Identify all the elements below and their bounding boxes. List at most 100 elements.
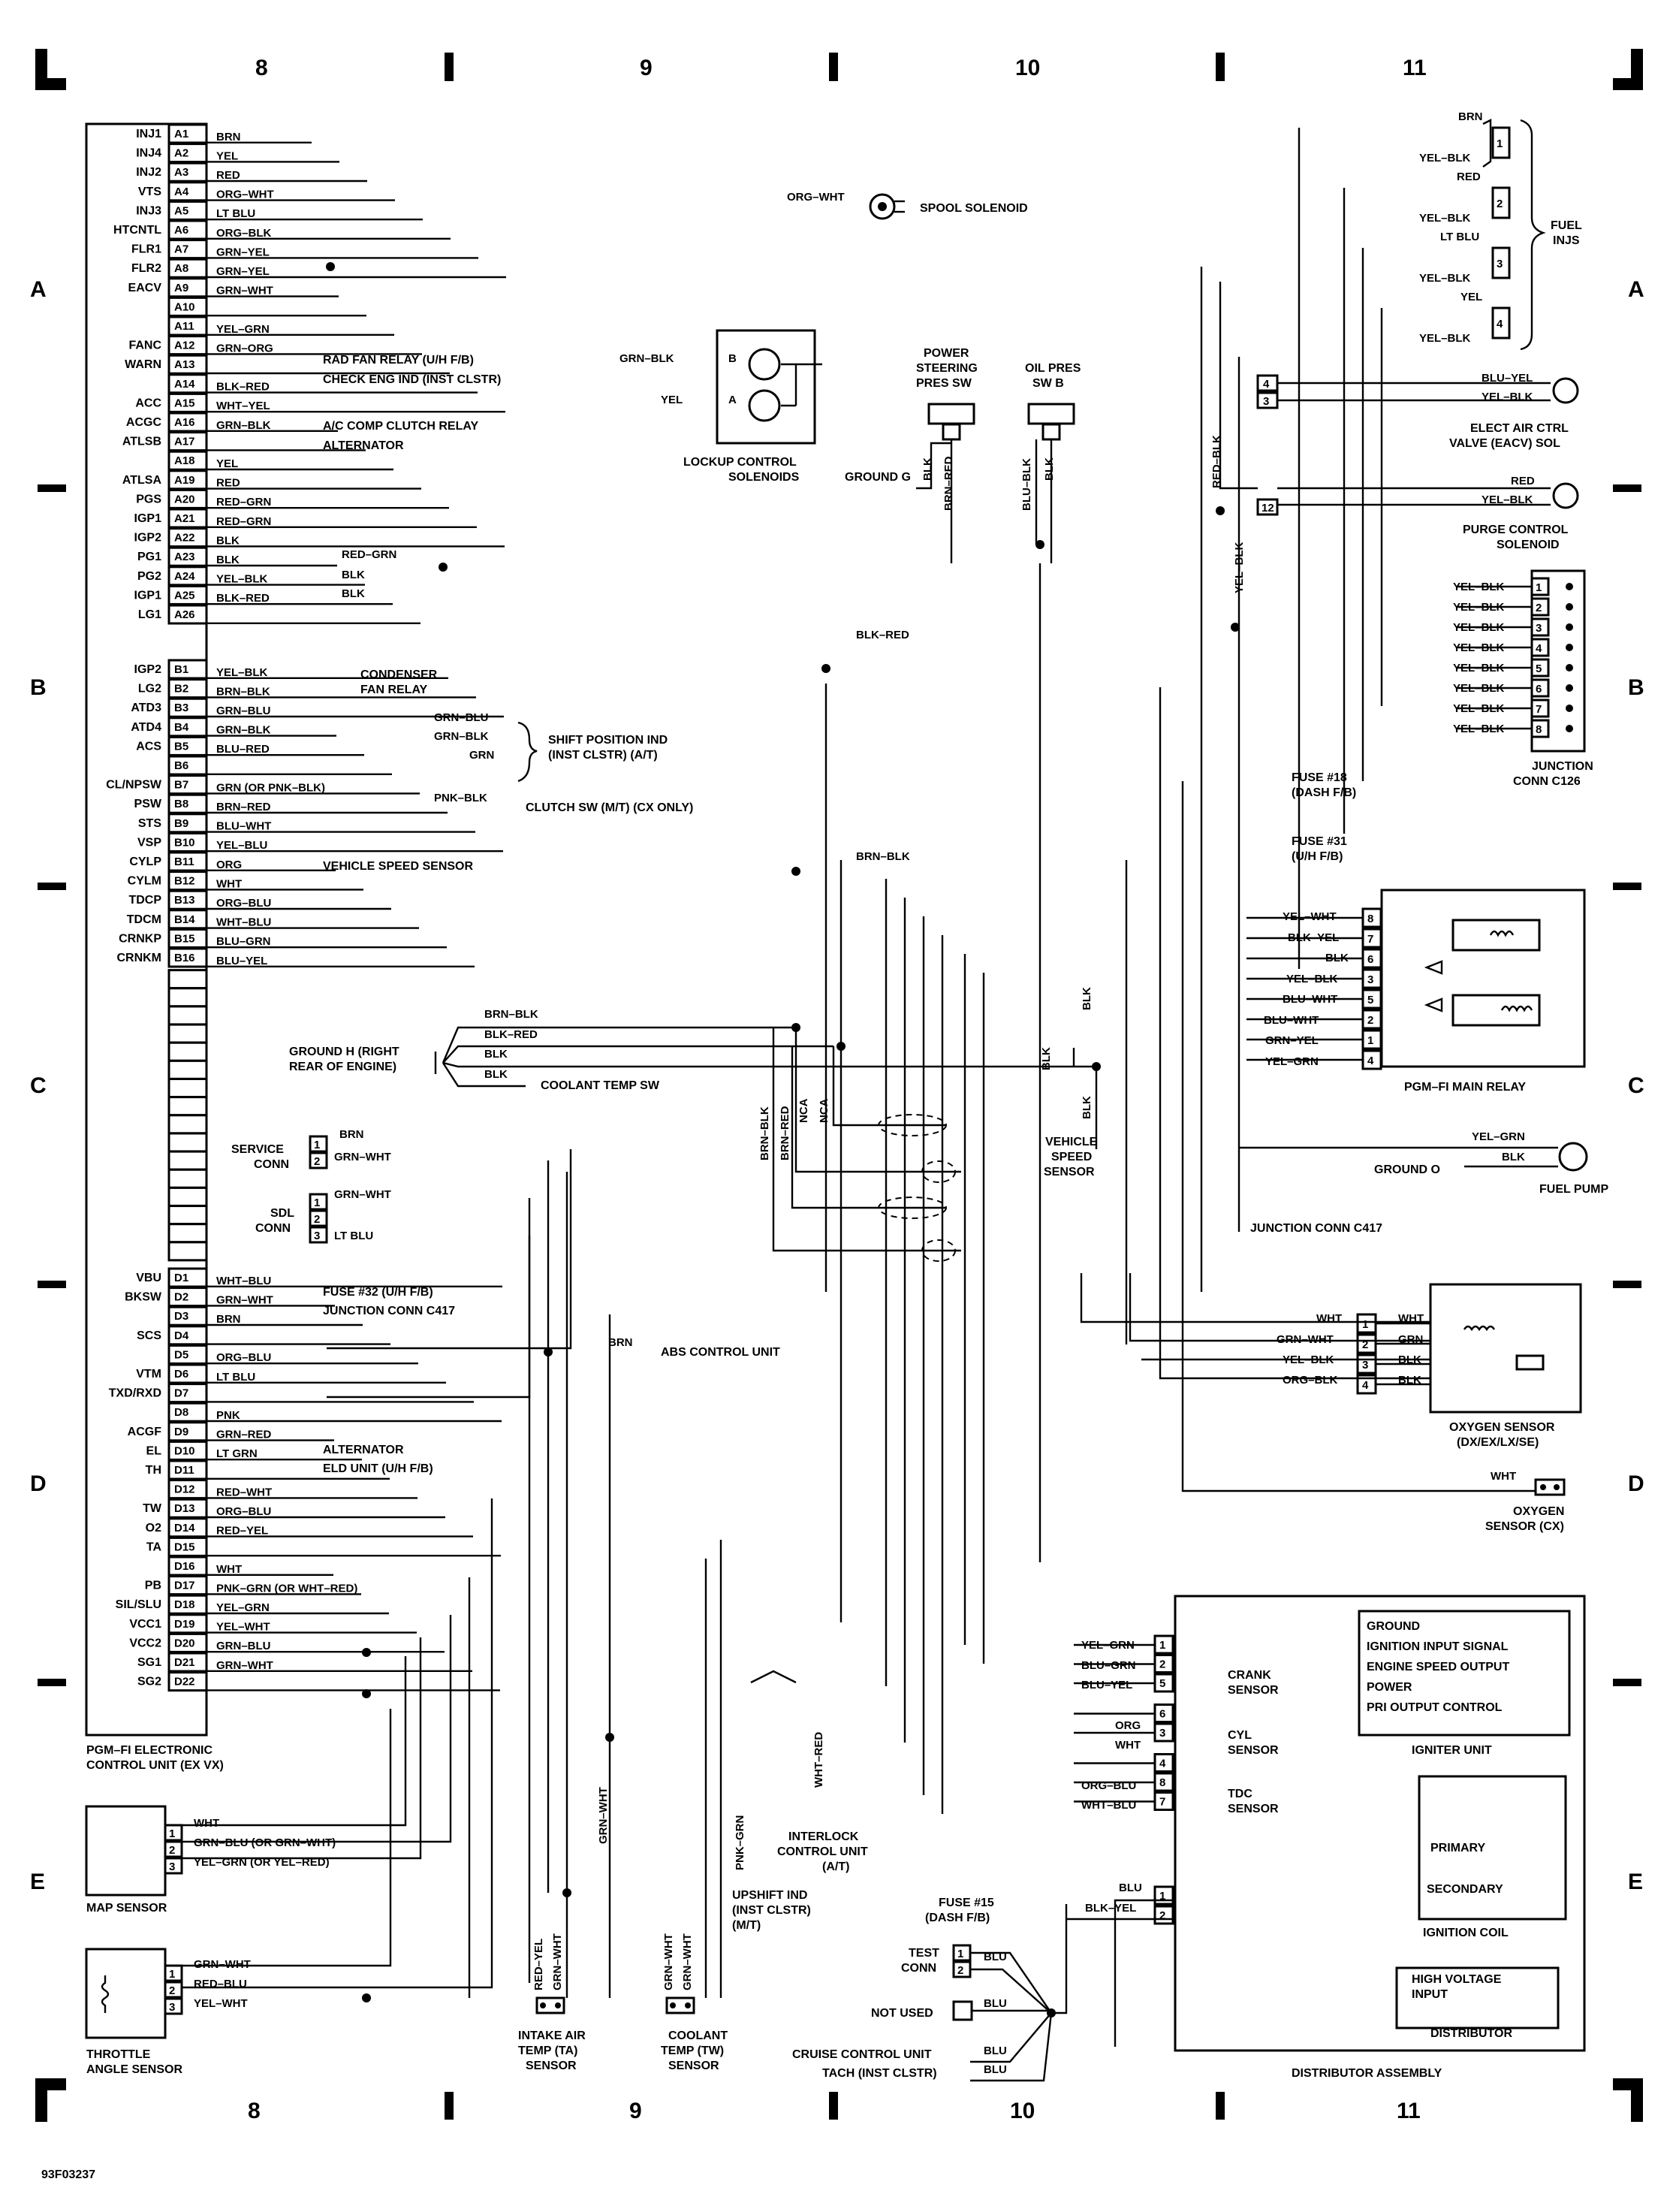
svg-text:SENSOR: SENSOR — [526, 2060, 577, 2072]
svg-text:SERVICE: SERVICE — [231, 1143, 284, 1156]
svg-text:BRN–RED: BRN–RED — [779, 1106, 791, 1160]
svg-text:NCA: NCA — [797, 1098, 810, 1123]
ecu-pin-id: D21 — [174, 1656, 195, 1669]
svg-text:GROUND G: GROUND G — [845, 471, 911, 484]
ecu-wire-color: GRN–BLU — [216, 705, 271, 717]
svg-text:RED–BLK: RED–BLK — [1210, 435, 1223, 488]
ecu-wire-color: PNK–GRN (OR WHT–RED) — [216, 1582, 357, 1595]
ecu-wire-color: ORG — [216, 859, 242, 871]
svg-text:GRN–BLK: GRN–BLK — [619, 352, 674, 365]
svg-text:2: 2 — [1536, 602, 1542, 614]
svg-text:SPEED: SPEED — [1051, 1151, 1092, 1163]
ecu-empty-slot — [167, 1150, 208, 1171]
svg-text:VEHICLE SPEED SENSOR: VEHICLE SPEED SENSOR — [323, 860, 473, 873]
ecu-signal: CYLM — [128, 875, 161, 888]
svg-text:BLU–WHT: BLU–WHT — [1264, 1014, 1319, 1027]
ecu-signal: O2 — [146, 1522, 161, 1535]
ecu-wire-color: BLK–RED — [216, 381, 270, 394]
lockup-solenoids: B A GRN–BLK YEL LOCKUP CONTROL SOLENOIDS — [619, 329, 822, 484]
svg-text:CONDENSER: CONDENSER — [360, 668, 438, 681]
ecu-pin-id: A6 — [174, 224, 188, 237]
ecu-wire-color: YEL–BLK — [216, 573, 268, 586]
svg-text:SENSOR: SENSOR — [1044, 1166, 1095, 1178]
svg-text:SOLENOIDS: SOLENOIDS — [728, 471, 800, 484]
grid-col-8-bottom: 8 — [248, 2099, 261, 2123]
svg-text:1: 1 — [957, 1948, 963, 1960]
ecu-pin-id: D3 — [174, 1310, 188, 1323]
grid-col-8-top: 8 — [255, 56, 268, 80]
svg-text:COOLANT TEMP SW: COOLANT TEMP SW — [541, 1079, 660, 1092]
svg-text:6: 6 — [1367, 953, 1373, 966]
svg-text:BLU: BLU — [984, 2063, 1007, 2076]
svg-text:YEL–GRN: YEL–GRN — [1472, 1130, 1525, 1143]
svg-text:5: 5 — [1536, 662, 1542, 675]
ecu-signal: PB — [145, 1580, 161, 1592]
svg-text:2: 2 — [957, 1964, 963, 1977]
ecu-pin-id: A5 — [174, 204, 188, 217]
ecu-signal: SG2 — [137, 1676, 161, 1688]
ecu-pin-id: A8 — [174, 262, 188, 275]
svg-text:WHT: WHT — [1491, 1470, 1516, 1483]
svg-text:2: 2 — [1367, 1014, 1373, 1027]
ecu-pin-id: A3 — [174, 166, 188, 179]
check-eng-label: CHECK ENG IND (INST CLSTR) — [323, 373, 501, 386]
svg-text:SENSOR (CX): SENSOR (CX) — [1485, 1520, 1564, 1533]
svg-text:GRN–WHT: GRN–WHT — [662, 1933, 675, 1990]
ecu-wire-color: GRN–WHT — [216, 1659, 273, 1672]
ecu-signal: ACGF — [128, 1426, 162, 1438]
svg-text:YEL: YEL — [661, 394, 683, 406]
svg-text:RED–GRN: RED–GRN — [342, 548, 396, 561]
ecu-pin-id: D4 — [174, 1329, 189, 1342]
svg-text:ORG–BLK: ORG–BLK — [1283, 1374, 1338, 1387]
ecu-signal: TH — [146, 1464, 161, 1477]
svg-text:YEL–BLK: YEL–BLK — [1419, 332, 1471, 345]
svg-text:BRN: BRN — [608, 1336, 633, 1349]
ecu-wire-color: GRN (OR PNK–BLK) — [216, 781, 325, 794]
svg-text:GRN: GRN — [469, 749, 494, 762]
ecu-pin-id: B14 — [174, 913, 195, 926]
ecu-pin-id: A22 — [174, 532, 195, 545]
ecu-title-line2: CONTROL UNIT (EX VX) — [86, 1759, 224, 1772]
ecu-wire-color: RED–YEL — [216, 1525, 268, 1538]
ecu-signal: INJ1 — [136, 128, 161, 140]
svg-text:GRN–WHT: GRN–WHT — [551, 1933, 564, 1990]
svg-text:GRN–WHT: GRN–WHT — [1277, 1333, 1334, 1346]
ecu-signal: INJ3 — [136, 204, 161, 217]
igniter-item: ENGINE SPEED OUTPUT — [1367, 1661, 1509, 1673]
spool-solenoid: ORG–WHT SPOOL SOLENOID — [787, 191, 1028, 220]
svg-text:6: 6 — [1536, 683, 1542, 696]
ecu-pin-id: D19 — [174, 1618, 195, 1631]
svg-text:B: B — [728, 352, 737, 365]
svg-text:BLK: BLK — [1081, 987, 1093, 1010]
svg-text:YEL–BLK: YEL–BLK — [1453, 723, 1505, 735]
svg-text:CLUTCH SW (M/T) (CX ONLY): CLUTCH SW (M/T) (CX ONLY) — [526, 801, 693, 814]
grid-row-d-left: D — [30, 1471, 47, 1496]
svg-text:2: 2 — [1159, 1658, 1165, 1671]
ecu-wire-color: YEL–WHT — [216, 1621, 270, 1634]
grid-row-e-left: E — [30, 1869, 45, 1894]
svg-text:BLK: BLK — [1081, 1096, 1093, 1119]
ecu-pin-id: D1 — [174, 1272, 188, 1284]
ecu-signal: LG1 — [138, 608, 161, 621]
igniter-item: POWER — [1367, 1681, 1412, 1694]
ecu-pin-id: D14 — [174, 1522, 195, 1535]
grid-row-b-right: B — [1628, 675, 1644, 700]
svg-text:A: A — [728, 394, 737, 406]
svg-text:UPSHIFT IND: UPSHIFT IND — [732, 1889, 807, 1902]
ecu-signal: FLR2 — [131, 262, 161, 275]
grid-col-9-bottom: 9 — [629, 2099, 642, 2123]
svg-text:4: 4 — [1367, 1055, 1374, 1067]
